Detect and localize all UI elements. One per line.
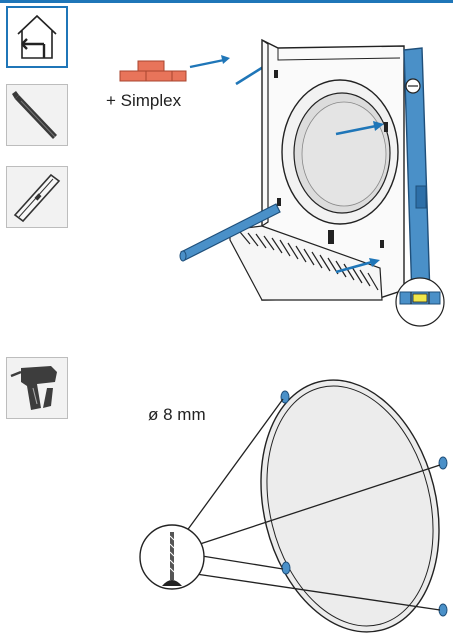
- wall-opening: [260, 379, 440, 633]
- spirit-level: [395, 47, 445, 327]
- leader-lines: [185, 398, 441, 611]
- drill-icon: [10, 366, 57, 410]
- top-rule: [0, 0, 453, 3]
- fixing-label: + Simplex: [106, 91, 182, 110]
- drill-tool: [6, 357, 68, 419]
- drill-hole-markers: [280, 390, 448, 617]
- pointer-arrow-icon: [335, 121, 384, 274]
- drill-bit-detail: [139, 524, 205, 590]
- brick-icon: [119, 60, 187, 82]
- rod-icon: [179, 203, 281, 262]
- pencil-tool: [6, 84, 68, 146]
- home-back-icon: [17, 14, 57, 59]
- drill-diameter-label: ø 8 mm: [148, 405, 206, 424]
- spirit-level-icon: [13, 173, 61, 223]
- mounting-frame: [229, 38, 405, 301]
- spirit-level-tool: [6, 166, 68, 228]
- home-back-button[interactable]: [6, 6, 68, 68]
- pencil-icon: [12, 91, 57, 139]
